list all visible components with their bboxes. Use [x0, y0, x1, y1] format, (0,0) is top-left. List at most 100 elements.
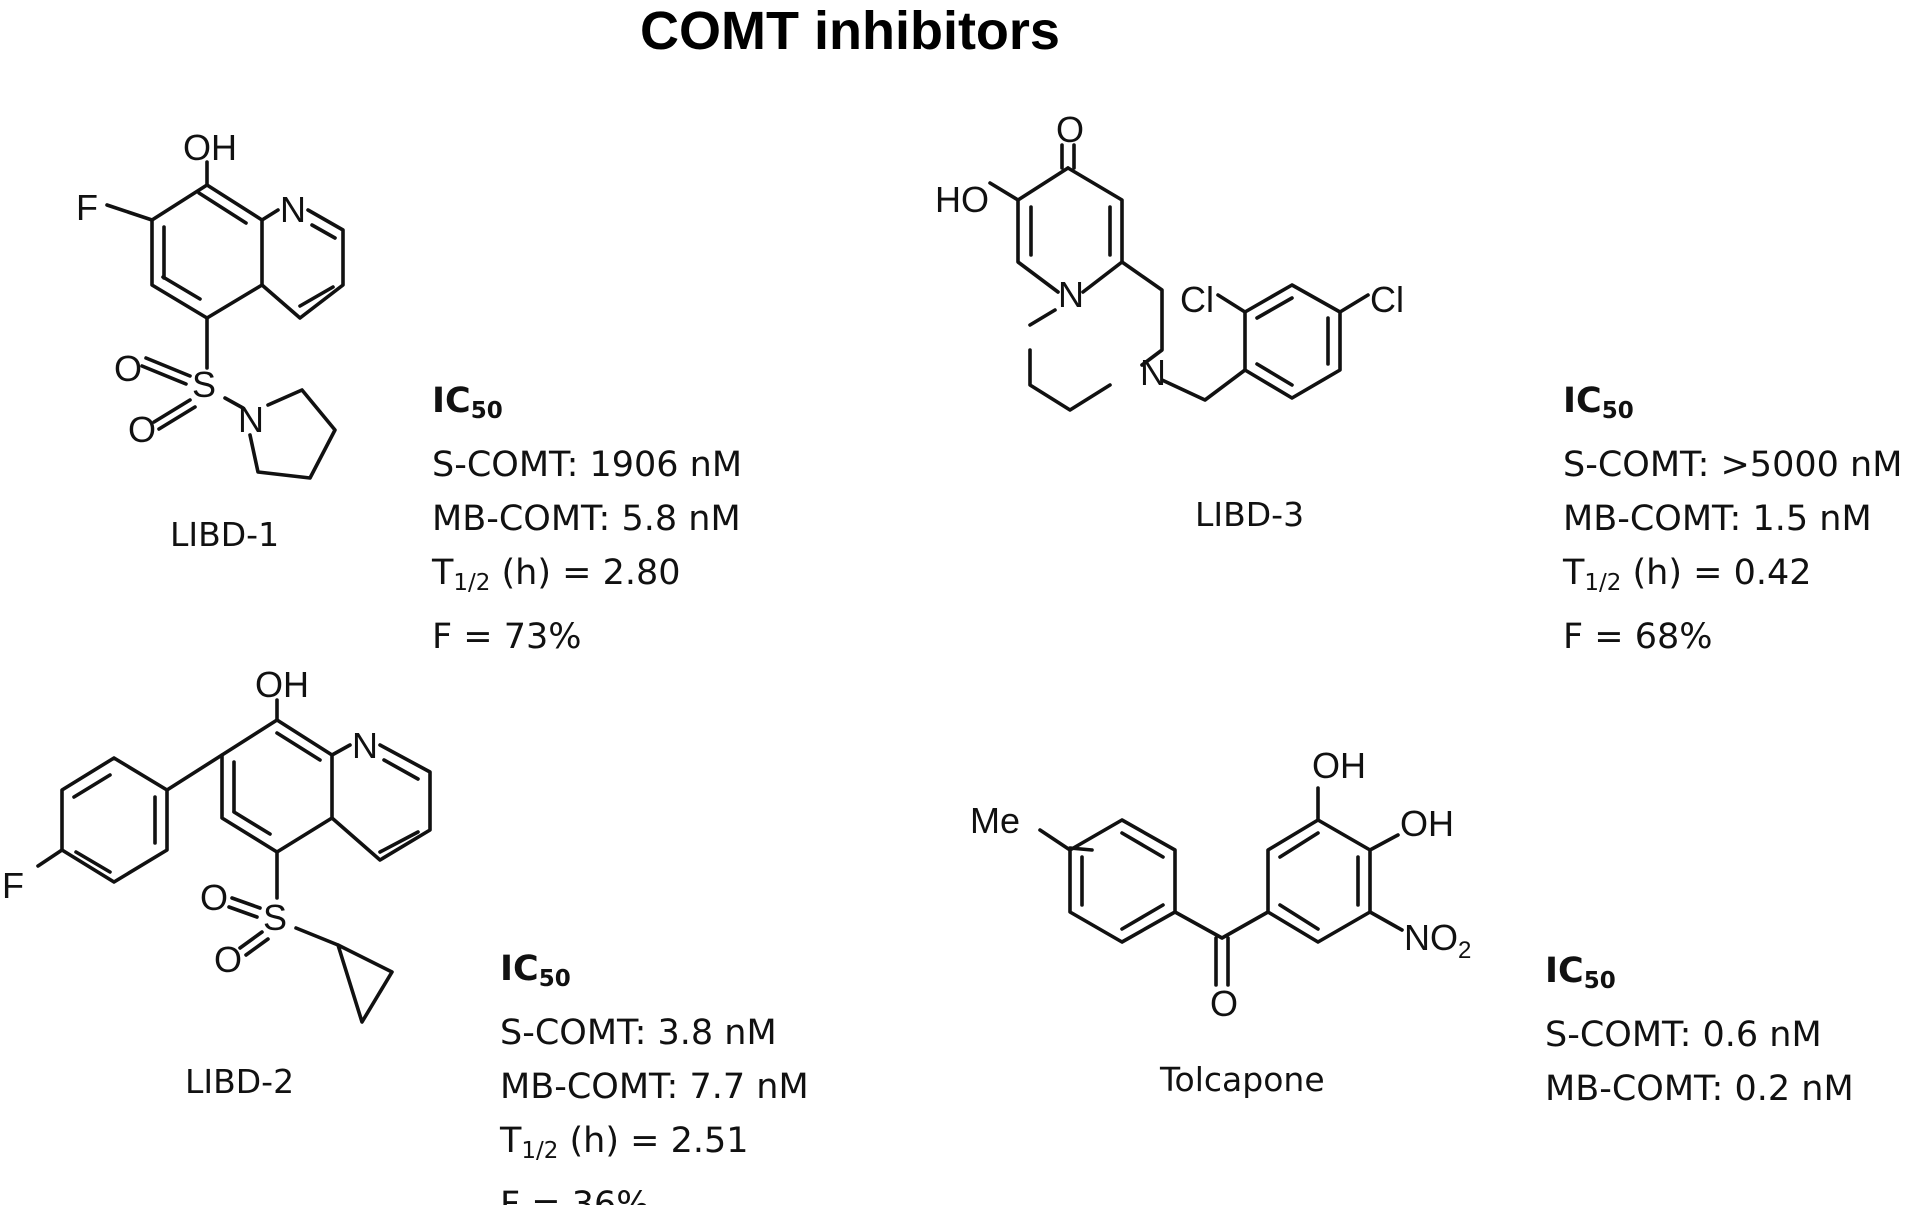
atom-label-o: O: [1056, 109, 1084, 150]
aromatic-inner-bond: [1255, 362, 1294, 387]
atom-label-s: S: [263, 897, 287, 938]
atom-label-f: F: [2, 865, 24, 906]
atom-label-f: F: [76, 187, 98, 228]
ic50-label: IC: [432, 381, 471, 421]
atom-label-no: NO: [1404, 917, 1458, 958]
half-life-subscript: 1/2: [521, 1138, 559, 1164]
half-life-label: T: [500, 1121, 522, 1161]
atom-label-subscript: 2: [1458, 937, 1471, 964]
c-f-bond: [36, 848, 64, 868]
compound-name-libd-1: LIBD-1: [170, 515, 280, 554]
piperazine-bond: [1028, 348, 1112, 412]
s-o-double-bond: [144, 356, 192, 378]
structure-libd-1: OH F N O S O N: [76, 127, 345, 480]
atom-label-me: Me: [970, 800, 1020, 841]
ic50-label: IC: [1563, 381, 1602, 421]
pyridinone-bond: [1016, 166, 1070, 294]
atom-label-o: O: [1210, 983, 1238, 1024]
c-cl-bond: [1338, 293, 1370, 314]
half-life-subscript: 1/2: [1584, 570, 1622, 596]
half-life-value: T1/2 (h) = 2.80: [432, 546, 742, 610]
atom-label-cl: Cl: [1370, 279, 1404, 320]
bioavailability-value: F = 73%: [432, 617, 582, 657]
aromatic-inner-bond: [275, 731, 322, 762]
mb-comt-value: MB-COMT: 1.5 nM: [1563, 499, 1872, 539]
atom-label-n: N: [280, 189, 306, 230]
ic50-header: IC50: [1563, 374, 1902, 438]
structure-libd-2: OH N F O S O: [2, 664, 432, 1024]
ic50-subscript: 50: [1601, 398, 1634, 424]
half-life-label: T: [432, 553, 454, 593]
data-block-tolcapone: IC50 S-COMT: 0.6 nM MB-COMT: 0.2 nM: [1545, 944, 1854, 1116]
half-life-number: (h) = 2.80: [490, 553, 681, 593]
half-life-number: (h) = 2.51: [558, 1121, 749, 1161]
aromatic-inner-bond: [1255, 296, 1294, 320]
methyl-bond: [1038, 828, 1072, 852]
cyclopropyl-ring: [336, 943, 394, 1024]
bioavailability-value: F = 68%: [1563, 617, 1713, 657]
atom-label-n: N: [1140, 352, 1166, 393]
compound-name-libd-2: LIBD-2: [185, 1062, 295, 1101]
half-life-value: T1/2 (h) = 0.42: [1563, 546, 1902, 610]
s-n-bond: [223, 396, 245, 410]
s-o-double-bond: [230, 896, 262, 910]
biaryl-bond: [165, 753, 224, 792]
aromatic-inner-bond: [378, 830, 420, 854]
ho-bond: [988, 181, 1020, 202]
benzene-ring-bond: [60, 756, 169, 884]
ic50-label: IC: [500, 949, 539, 989]
atom-label-s: S: [192, 364, 216, 405]
s-comt-value: S-COMT: 1906 nM: [432, 445, 743, 485]
structure-libd-3: O HO N N Cl Cl: [935, 109, 1404, 412]
s-comt-value: S-COMT: 3.8 nM: [500, 1013, 777, 1053]
atom-label-o: O: [128, 409, 156, 450]
ic50-header: IC50: [1545, 944, 1854, 1008]
pyridine-bond: [260, 208, 345, 320]
aromatic-inner-bond: [382, 758, 420, 781]
page-title: COMT inhibitors: [640, 1, 1060, 61]
pyrrolidine-ring: [248, 388, 337, 480]
compound-name-tolcapone: Tolcapone: [1160, 1060, 1325, 1099]
atom-label-n: N: [352, 725, 378, 766]
s-o-double-bond: [227, 905, 259, 919]
benzene-ring-bond: [1068, 818, 1177, 944]
ic50-subscript: 50: [1583, 968, 1616, 994]
aromatic-inner-bond: [74, 850, 112, 874]
s-o-double-bond: [157, 405, 197, 431]
data-block-libd-2: IC50 S-COMT: 3.8 nM MB-COMT: 7.7 nM T1/2…: [500, 942, 809, 1205]
atom-label-o: O: [200, 877, 228, 918]
aromatic-inner-bond: [72, 773, 112, 799]
ic50-subscript: 50: [470, 398, 503, 424]
aromatic-inner-bond: [298, 285, 335, 308]
atom-label-no2: NO2: [1404, 917, 1471, 964]
mb-comt-value: MB-COMT: 5.8 nM: [432, 499, 741, 539]
half-life-subscript: 1/2: [453, 570, 491, 596]
structure-tolcapone: OH OH Me NO2 O: [970, 745, 1471, 1024]
no2-bond: [1368, 910, 1404, 932]
data-block-libd-3: IC50 S-COMT: >5000 nM MB-COMT: 1.5 nM T1…: [1563, 374, 1902, 664]
s-o-double-bond: [152, 398, 192, 424]
benzene-ring-bond: [150, 183, 264, 320]
pyridinone-bond: [1066, 166, 1124, 294]
oh-bond: [1368, 833, 1400, 852]
benzene-ring-bond: [1266, 818, 1372, 944]
pyridine-bond: [260, 208, 280, 222]
atom-label-oh: OH: [255, 664, 309, 705]
aromatic-inner-bond: [1278, 903, 1320, 931]
aromatic-inner-bond: [161, 275, 202, 301]
s-comt-value: S-COMT: >5000 nM: [1563, 445, 1903, 485]
ic50-subscript: 50: [538, 966, 571, 992]
s-comt-value: S-COMT: 0.6 nM: [1545, 1015, 1822, 1055]
aromatic-inner-bond: [232, 810, 272, 836]
atom-label-oh: OH: [1400, 803, 1454, 844]
data-block-libd-1: IC50 S-COMT: 1906 nM MB-COMT: 5.8 nM T1/…: [432, 374, 742, 664]
atom-label-oh: OH: [1312, 745, 1366, 786]
s-o-double-bond: [244, 937, 270, 957]
atom-label-n: N: [1058, 274, 1084, 315]
half-life-number: (h) = 0.42: [1621, 553, 1812, 593]
atom-label-ho: HO: [935, 179, 989, 220]
half-life-label: T: [1563, 553, 1585, 593]
mb-comt-value: MB-COMT: 0.2 nM: [1545, 1069, 1854, 1109]
